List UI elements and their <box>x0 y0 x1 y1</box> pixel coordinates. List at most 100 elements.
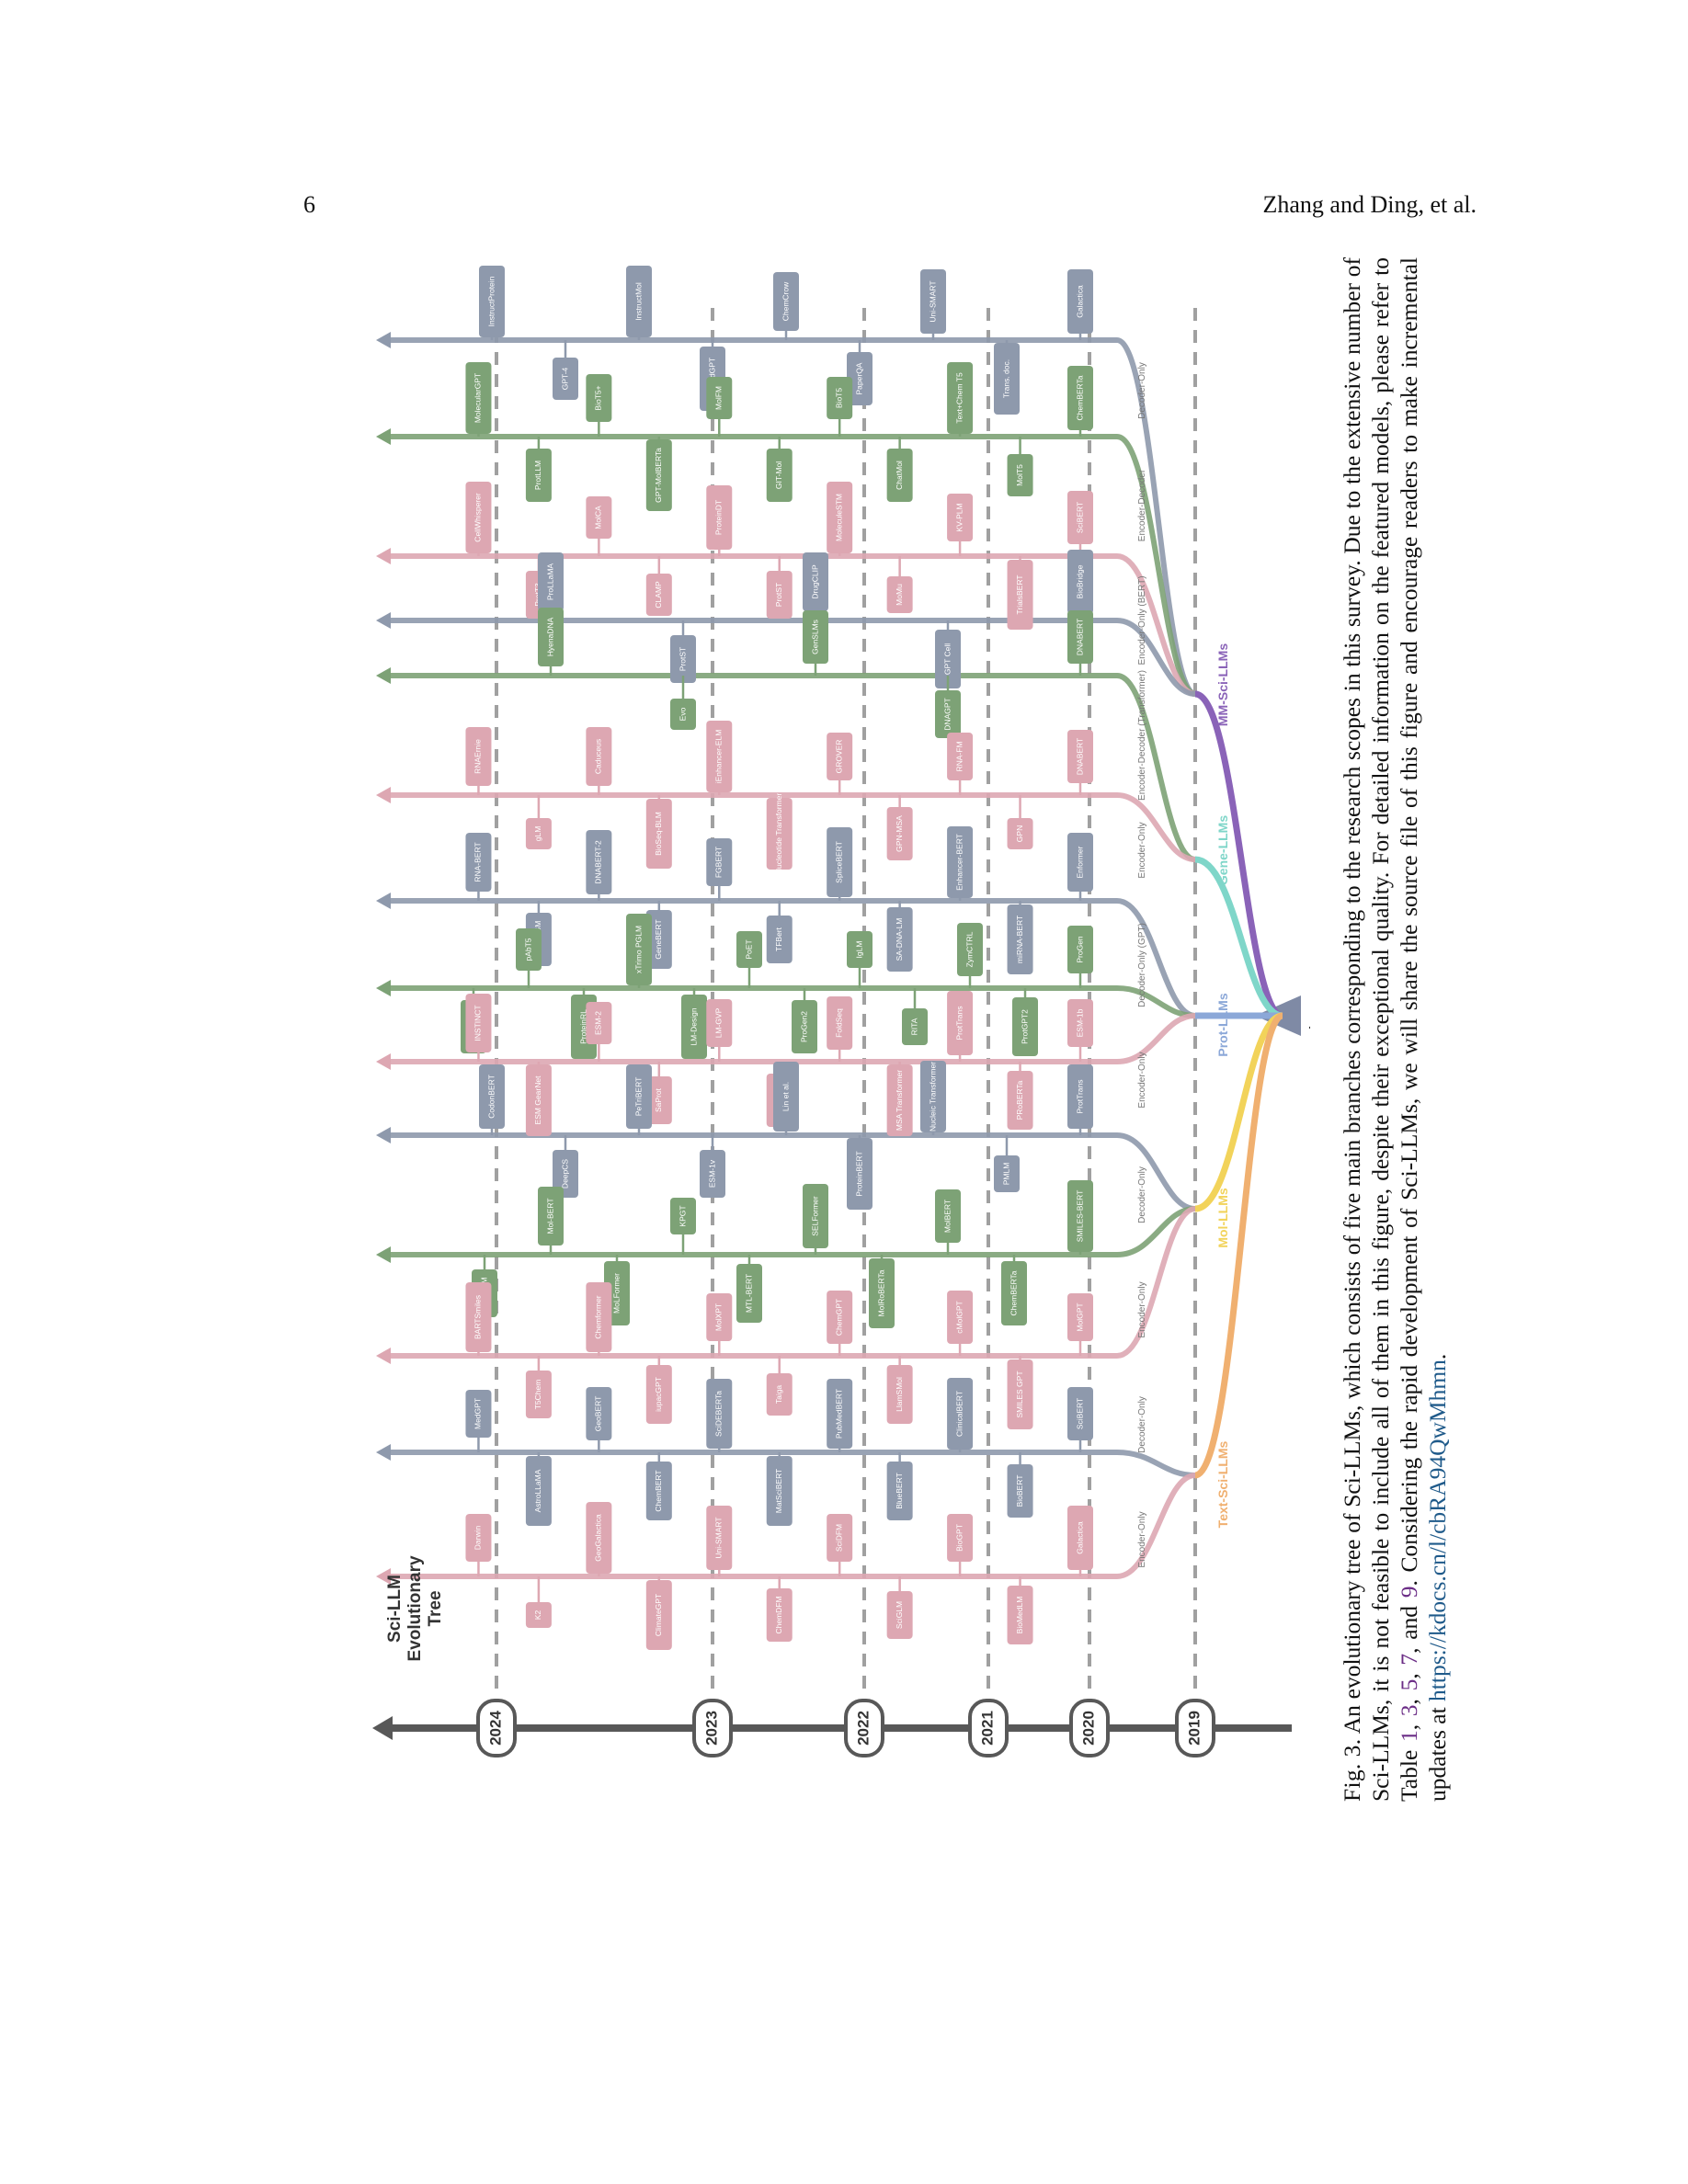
year-label-2019: 2019 <box>1185 1711 1203 1746</box>
model-node-box <box>586 1282 612 1352</box>
model-node-box <box>1001 1261 1027 1325</box>
model-node-box <box>525 449 552 502</box>
model-node-label: ProteinDT <box>714 500 724 535</box>
model-node-box <box>1067 366 1093 430</box>
model-node-label: SciBERT <box>1075 502 1084 533</box>
year-label-2021: 2021 <box>978 1711 996 1746</box>
model-node-label: ProtST <box>678 647 687 671</box>
page-number: 6 <box>303 191 315 218</box>
model-node-box <box>645 1462 672 1520</box>
model-node-box <box>706 838 733 886</box>
model-node-box <box>1067 926 1093 973</box>
model-node-box <box>827 482 853 553</box>
branch-label-4: Mol-LLMs <box>1215 1188 1230 1248</box>
model-node-box <box>586 1502 612 1574</box>
model-node-label: Nucleic Transformer <box>928 1062 937 1132</box>
model-node-box <box>1007 560 1033 630</box>
model-node-label: Caduceus <box>594 739 603 774</box>
model-node-box <box>1007 1071 1033 1130</box>
arch-label-6: Decoder-Only (GPT) <box>1137 923 1147 1007</box>
model-node-label: GPT Cell <box>942 643 952 675</box>
model-node-label: ESM-1b <box>1075 1008 1084 1037</box>
model-node-box <box>626 266 652 337</box>
model-node-label: Evo <box>678 707 687 721</box>
model-node-label: SaProt <box>654 1087 663 1112</box>
main-branch-5 <box>1193 1012 1284 1479</box>
model-node-label: FoldSeq <box>834 1008 843 1038</box>
model-node-label: DNABERT <box>1075 619 1084 655</box>
model-node-box <box>1067 1180 1093 1252</box>
model-node-box <box>736 1264 762 1323</box>
tree-title-line-2: Evolutionary <box>405 1555 425 1662</box>
table-ref-7[interactable]: 7 <box>1396 1653 1422 1666</box>
model-node-box <box>553 1150 578 1198</box>
model-node-box <box>886 1365 913 1424</box>
model-node-label: Taiga <box>774 1385 783 1405</box>
model-node-label: SELFormer <box>810 1196 819 1236</box>
model-node-label: ProtST <box>774 583 783 607</box>
table-ref-9[interactable]: 9 <box>1396 1586 1422 1598</box>
model-node-label: GROVER <box>834 740 843 774</box>
model-node-label: BioSeq-BLM <box>654 812 663 856</box>
model-node-label: TFBert <box>774 927 783 951</box>
source-url-link[interactable]: https://kdocs.cn/l/cbRA94QwMhmn <box>1424 1359 1451 1701</box>
model-node-label: FGBERT <box>714 847 724 878</box>
model-node-box <box>525 1064 552 1136</box>
model-node-box <box>586 830 612 894</box>
model-node-label: BARTSmiles <box>473 1295 483 1339</box>
model-node-box <box>847 1138 873 1210</box>
model-node-label: GeoGalactica <box>594 1514 603 1562</box>
model-node-label: INSTINCT <box>473 1005 483 1041</box>
model-node-box <box>886 807 913 860</box>
model-node-label: AstroLLaMA <box>533 1469 542 1512</box>
model-node-label: MoLFormer <box>611 1273 621 1314</box>
model-node-label: MedGPT <box>473 1398 483 1429</box>
model-node-label: ProteinBERT <box>854 1151 863 1196</box>
model-node-box <box>553 358 578 400</box>
model-node-box <box>827 1379 853 1449</box>
model-node-box <box>773 1062 799 1132</box>
model-node-label: MolBERT <box>942 1200 952 1233</box>
model-node-label: Darwin <box>473 1526 483 1551</box>
model-node-label: SciDFM <box>834 1524 843 1552</box>
model-node-box <box>1067 1064 1093 1129</box>
table-ref-5[interactable]: 5 <box>1396 1678 1422 1691</box>
rail-arrow-icon-2 <box>376 428 391 445</box>
figure-caption: Fig. 3. An evolutionary tree of Sci-LLMs… <box>1339 256 1451 1802</box>
table-ref-3[interactable]: 3 <box>1396 1704 1422 1717</box>
model-node-label: Nucleotide Transformer <box>774 793 783 875</box>
model-node-label: ChatMol <box>895 461 904 490</box>
model-node-box <box>766 1373 793 1416</box>
model-node-label: BioBridge <box>1075 564 1084 598</box>
rail-arrow-icon-6 <box>376 787 391 803</box>
model-node-label: cMolGPT <box>954 1301 964 1333</box>
model-node-label: GPT-MolBERTa <box>654 448 663 503</box>
model-node-box <box>827 733 853 780</box>
model-node-box <box>479 1064 505 1129</box>
model-node-box <box>886 449 913 502</box>
rail-arrow-icon-14 <box>376 1568 391 1585</box>
rail-arrow-icon-3 <box>376 548 391 564</box>
model-node-label: ProGen <box>1075 936 1084 963</box>
model-node-label: KV-PLM <box>954 503 964 531</box>
model-node-label: CLAMP <box>654 581 663 609</box>
table-ref-1[interactable]: 1 <box>1396 1730 1422 1743</box>
model-node-label: ProtTrans <box>1075 1079 1084 1113</box>
model-node-label: LM-Design <box>689 1007 698 1045</box>
model-node-label: LM-GVP <box>714 1007 724 1038</box>
model-node-label: MolXPT <box>714 1303 724 1331</box>
model-node-box <box>670 635 696 683</box>
model-node-label: SMILES-BERT <box>1075 1190 1084 1243</box>
model-node-box <box>803 552 828 611</box>
model-node-label: SciGLM <box>895 1601 904 1629</box>
sub-branch-rail-6 <box>389 792 1196 862</box>
model-node-box <box>1067 1506 1093 1570</box>
model-node-label: CodonBERT <box>486 1075 496 1119</box>
year-label-2024: 2024 <box>486 1711 504 1746</box>
model-node-label: LlamSMol <box>895 1377 904 1412</box>
year-label-2023: 2023 <box>702 1711 720 1746</box>
model-node-box <box>886 1591 913 1639</box>
model-node-label: ESM-2 <box>594 1011 603 1035</box>
model-node-box <box>1007 1586 1033 1644</box>
